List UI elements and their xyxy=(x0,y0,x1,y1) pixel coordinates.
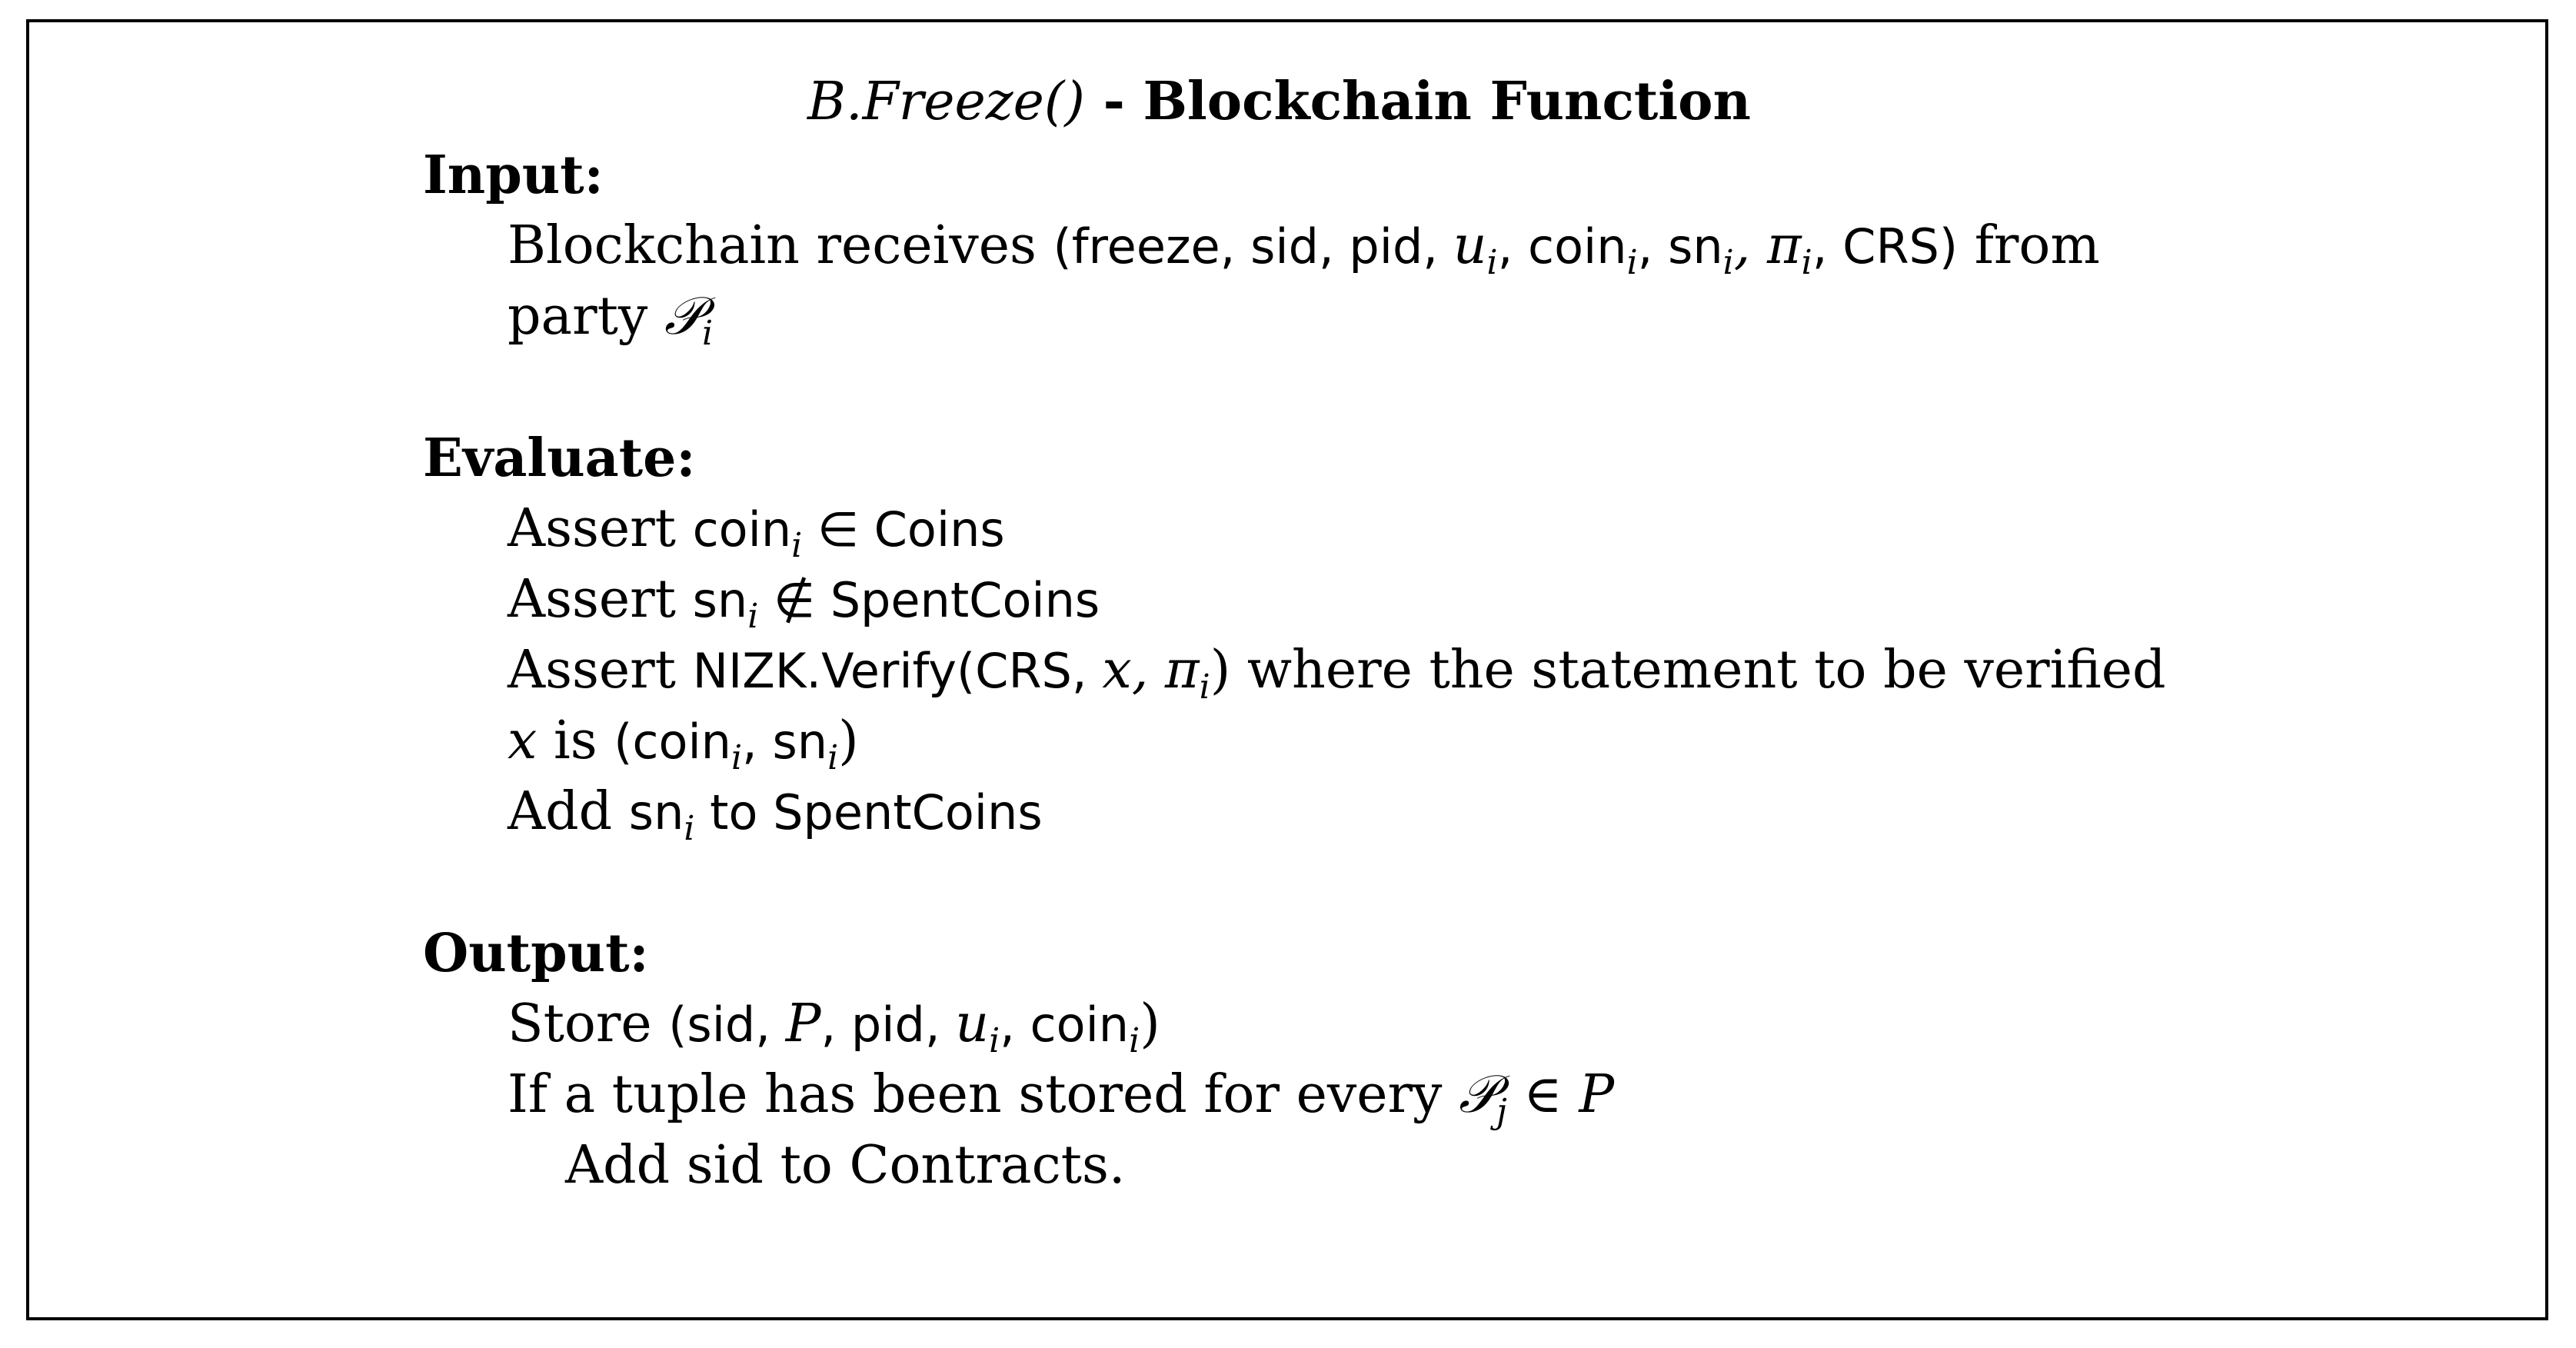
algorithm-title: B.Freeze() - Blockchain Function xyxy=(807,66,1751,138)
algorithm-box xyxy=(26,19,2548,1320)
function-name: B.Freeze() xyxy=(807,72,1085,132)
input-line-2: party 𝒫i xyxy=(508,286,714,353)
output-line-1: Store (sid, P, pid, ui, coini) xyxy=(508,994,1160,1060)
output-line-2: If a tuple has been stored for every 𝒫j … xyxy=(508,1064,1615,1131)
input-line-1: Blockchain receives (freeze, sid, pid, u… xyxy=(508,215,2100,282)
input-heading: Input: xyxy=(423,145,604,206)
output-line-3: Add sid to Contracts. xyxy=(565,1135,1126,1196)
evaluate-line-5: Add sni to SpentCoins xyxy=(508,781,1043,848)
title-label: - Blockchain Function xyxy=(1084,71,1751,132)
evaluate-line-1: Assert coini ∈ Coins xyxy=(508,498,1005,565)
evaluate-line-2: Assert sni ∉ SpentCoins xyxy=(508,569,1100,636)
algorithm-body: Input: Blockchain receives (freeze, sid,… xyxy=(423,69,2345,1201)
output-heading: Output: xyxy=(423,923,649,984)
evaluate-line-4: x is (coini, sni) xyxy=(508,711,859,777)
evaluate-heading: Evaluate: xyxy=(423,428,696,489)
evaluate-line-3: Assert NIZK.Verify(CRS, x, πi) where the… xyxy=(508,640,2166,707)
